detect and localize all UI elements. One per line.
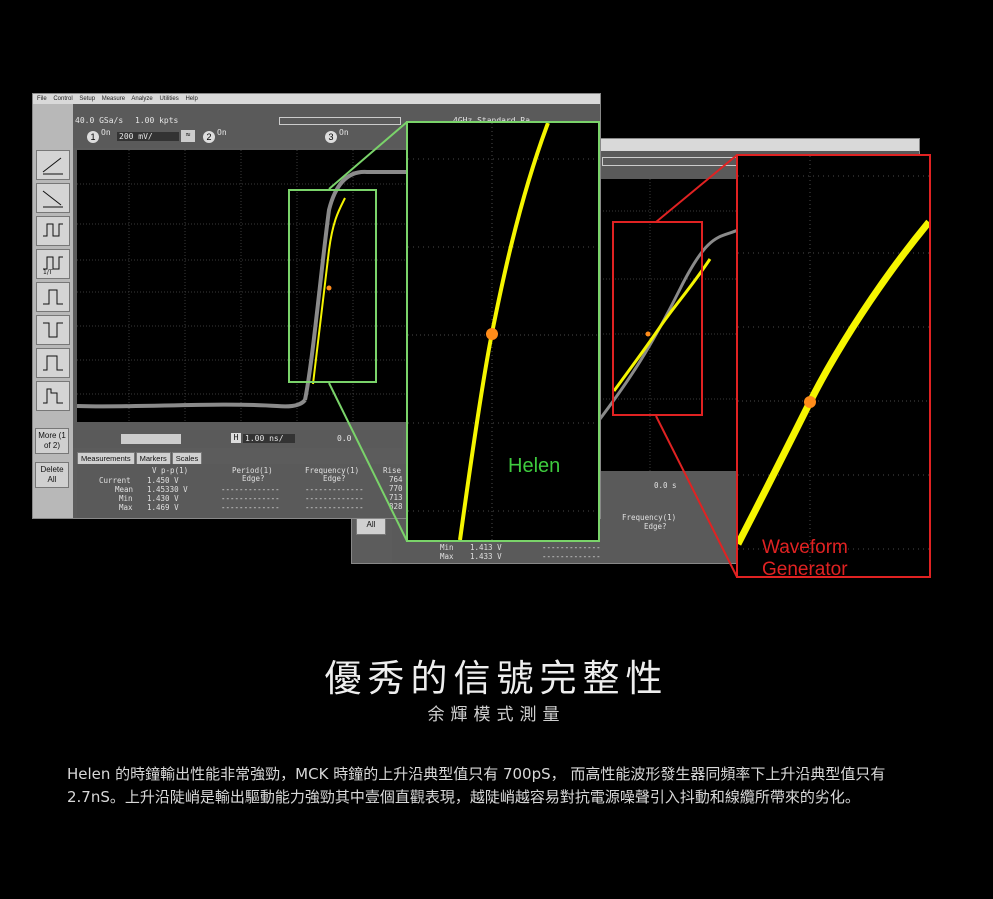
sample-rate: 40.0 GSa/s	[75, 116, 124, 125]
channel2-on[interactable]: On	[217, 128, 227, 137]
description-text: Helen 的時鐘輸出性能非常強勁，MCK 時鐘的上升沿典型值只有 700pS，…	[67, 765, 886, 806]
duty-cycle-icon	[43, 355, 63, 371]
menu-help[interactable]: Help	[185, 96, 198, 102]
row-max-dashes-2: -------------	[305, 503, 364, 512]
window2-min-label: Min	[440, 543, 454, 552]
row-max-rise: 828	[389, 502, 403, 511]
channel1-chip[interactable]: 1	[87, 131, 99, 143]
standard-label: 4GHz Standard Ra	[453, 116, 530, 125]
rise-time-button[interactable]	[36, 150, 70, 180]
helen-zoom-panel: Helen	[406, 121, 600, 542]
row-current-rise: 764	[389, 475, 403, 484]
channel2-chip[interactable]: 2	[203, 131, 215, 143]
pulse-width-pos-button[interactable]	[36, 282, 70, 312]
window1-waveform	[76, 150, 407, 422]
rise-edge-icon	[42, 157, 63, 175]
row-mean-value: 1.45330 V	[147, 485, 188, 494]
row-mean-rise: 770	[389, 484, 403, 493]
menu-analyze[interactable]: Analyze	[131, 96, 153, 102]
row-current-label: Current	[99, 476, 131, 485]
square-wave-icon	[43, 223, 63, 237]
channel1-scale[interactable]: 200 mV/	[117, 132, 179, 141]
window2-delay: 0.0 s	[654, 481, 677, 490]
menu-utilities[interactable]: Utilities	[159, 96, 179, 102]
channel1-on[interactable]: On	[101, 128, 111, 137]
window1-scope-display	[76, 150, 407, 422]
menu-setup[interactable]: Setup	[79, 96, 96, 102]
row-mean-label: Mean	[115, 485, 134, 494]
delete-all-button[interactable]: Delete All	[35, 462, 69, 488]
overshoot-icon	[43, 388, 63, 404]
menu-file[interactable]: File	[37, 96, 47, 102]
duty-cycle-button[interactable]	[36, 348, 70, 378]
menu-bar: File Control Setup Measure Analyze Utili…	[33, 94, 600, 104]
row-current-value: 1.450 V	[147, 476, 179, 485]
window2-freq-header: Frequency(1)	[622, 513, 677, 522]
delay-value[interactable]: 0.0	[337, 434, 352, 443]
measurements-table: V p-p(1) Period(1) Frequency(1) Rise Edg…	[77, 464, 407, 518]
row-min-dashes-2: -------------	[305, 494, 364, 503]
row-mean-dashes-2: -------------	[305, 485, 364, 494]
channel3-chip-1[interactable]: 3	[325, 131, 337, 143]
helen-highlight-box	[288, 189, 377, 383]
window2-freq-header2: Edge?	[644, 522, 667, 531]
frequency-button[interactable]: 1/T	[36, 249, 70, 279]
overshoot-button[interactable]	[36, 381, 70, 411]
window2-dashes-2: -------------	[542, 552, 601, 561]
header-vpp: V p-p(1)	[152, 466, 189, 475]
row-min-value: 1.430 V	[147, 494, 179, 503]
measure-toolbar: 1/T More (1 of 2) Delete All	[33, 104, 73, 518]
waveform-generator-label: Waveform Generator	[762, 537, 848, 578]
window2-max-label: Max	[440, 552, 454, 561]
more-button[interactable]: More (1 of 2)	[35, 428, 69, 454]
header-freq-edge: Edge?	[323, 474, 346, 483]
frequency-icon: 1/T	[43, 256, 63, 275]
channel1-coupling-icon[interactable]: ≈	[181, 130, 195, 142]
pulse-negative-icon	[43, 322, 63, 338]
svg-text:1/T: 1/T	[43, 269, 53, 275]
period-button[interactable]	[36, 216, 70, 246]
row-max-value: 1.469 V	[147, 503, 179, 512]
fall-edge-icon	[42, 190, 63, 208]
window2-max-value: 1.433 V	[470, 552, 502, 561]
page-title: 優秀的信號完整性	[324, 657, 669, 700]
row-mean-dashes-1: -------------	[221, 485, 280, 494]
header-period: Period(1)	[232, 466, 273, 475]
helen-zoom-waveform	[408, 123, 598, 540]
header-period-edge: Edge?	[242, 474, 265, 483]
pulse-icon	[43, 289, 63, 305]
timebase-bar: H 1.00 ns/ 0.0	[73, 430, 403, 448]
row-min-rise: 713	[389, 493, 403, 502]
timebase-value[interactable]: 1.00 ns/	[243, 434, 295, 443]
wg-zoom-waveform	[738, 156, 929, 576]
page-subtitle: 余輝模式測量	[427, 705, 566, 725]
wg-highlight-box	[612, 221, 703, 416]
menu-measure[interactable]: Measure	[101, 96, 126, 102]
row-max-dashes-1: -------------	[221, 503, 280, 512]
row-min-dashes-1: -------------	[221, 494, 280, 503]
channel3-on[interactable]: On	[339, 128, 349, 137]
row-min-label: Min	[119, 494, 133, 503]
wg-zoom-panel: Waveform Generator	[736, 154, 931, 578]
pulse-width-neg-button[interactable]	[36, 315, 70, 345]
window2-min-value: 1.413 V	[470, 543, 502, 552]
window2-dashes-1: -------------	[542, 543, 601, 552]
menu-control[interactable]: Control	[53, 96, 73, 102]
header-rise: Rise	[383, 466, 402, 475]
run-stop-icon[interactable]	[121, 434, 181, 444]
row-max-label: Max	[119, 503, 133, 512]
fall-time-button[interactable]	[36, 183, 70, 213]
waveform-overview-1	[279, 117, 401, 125]
all-button[interactable]: All	[356, 517, 386, 535]
timebase-h-icon: H	[231, 433, 241, 443]
points-count: 1.00 kpts	[135, 116, 179, 125]
helen-label: Helen	[508, 455, 561, 477]
